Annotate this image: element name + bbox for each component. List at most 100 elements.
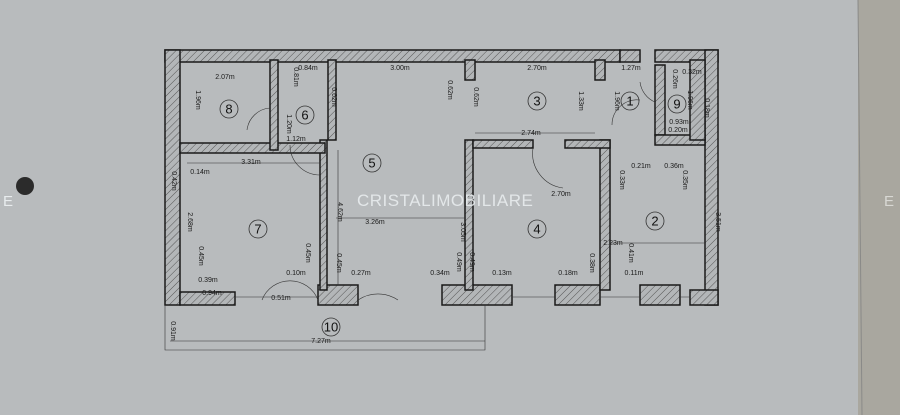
dimension-label: 2.23m [603, 240, 623, 247]
room-number: 8 [225, 102, 232, 117]
dimension-label: 4.62m [336, 202, 343, 222]
edge-letter-right: E [884, 193, 894, 210]
dimension-label: 0.45m [335, 253, 342, 273]
dimension-label: 0.11m [625, 270, 644, 277]
wall [639, 284, 681, 306]
dimension-label: 0.38m [588, 253, 595, 273]
dimension-label: 0.45m [304, 243, 311, 263]
room-marker [667, 94, 687, 114]
wall [319, 139, 328, 291]
wall [179, 291, 236, 306]
dimension-label: 0.93m [669, 119, 689, 126]
dimension-label: 0.27m [351, 270, 371, 277]
dimension-label: 0.34m [430, 270, 450, 277]
room-number: 5 [368, 156, 375, 171]
wall [689, 59, 706, 141]
punch-hole [16, 177, 34, 195]
door-swing [532, 147, 564, 189]
dimension-label: 1.96m [194, 90, 201, 110]
dimension-label: 2.07m [215, 74, 235, 81]
dimension-label: 0.35m [681, 170, 688, 190]
dimension-label: 0.81m [292, 67, 299, 87]
room-marker [527, 91, 547, 111]
room-marker [527, 219, 547, 239]
room-number: 1 [626, 94, 633, 109]
dimension-label: 0.21m [631, 163, 651, 170]
room-marker [362, 153, 382, 173]
wall [441, 284, 513, 306]
wall [164, 49, 621, 63]
dimension-label: 0.51m [271, 295, 291, 302]
dimension-label: 2.68m [186, 212, 193, 232]
room-number: 3 [533, 94, 540, 109]
walls [164, 49, 719, 306]
dimension-label: 1.96m [613, 91, 620, 111]
dimension-label: 0.91m [169, 321, 176, 341]
dimension-label: 0.32m [682, 69, 702, 76]
room-number: 7 [254, 222, 261, 237]
dimension-label: 0.62m [330, 87, 337, 107]
dimension-label: 0.45m [197, 246, 204, 266]
dimension-lines [164, 81, 705, 351]
dimension-label: 0.49m [468, 252, 475, 272]
dimension-label: 1.96m [686, 90, 693, 110]
door-swing [289, 144, 321, 176]
dimension-label: 3.51m [714, 212, 721, 232]
wall [464, 139, 474, 291]
wall [564, 139, 611, 149]
room-number: 4 [533, 222, 540, 237]
dimension-label: 0.62m [446, 80, 453, 100]
wall [327, 59, 337, 141]
room-marker [295, 105, 315, 125]
dimension-label: 2.74m [521, 130, 541, 137]
room-number: 9 [673, 97, 680, 112]
dimension-label: 0.49m [455, 252, 462, 272]
dimension-label: 0.84m [298, 65, 318, 72]
dimension-label: 0.42m [170, 171, 177, 191]
room-marker [219, 99, 239, 119]
wall [464, 59, 476, 81]
wall [599, 139, 611, 291]
dimension-label: 0.39m [198, 277, 218, 284]
dimension-label: 0.26m [671, 69, 678, 89]
room-number: 10 [324, 320, 338, 335]
wall [594, 59, 606, 81]
door-swing [611, 99, 641, 126]
watermark: CRISTALIMOBILIARE [357, 191, 533, 210]
balcony-outline [164, 305, 486, 351]
dimension-label: 3.26m [365, 219, 385, 226]
dimension-label: 0.13m [492, 270, 512, 277]
dimension-label: 1.33m [577, 91, 584, 111]
room-number: 2 [651, 214, 658, 229]
dimension-label: 1.12m [286, 136, 306, 143]
wall [164, 49, 181, 306]
wall [689, 289, 719, 306]
dimension-label: 0.62m [472, 87, 479, 107]
dimension-label: 3.00m [390, 65, 410, 72]
dimension-label: 1.27m [621, 65, 641, 72]
dimension-label: 2.70m [527, 65, 547, 72]
wall [704, 49, 719, 306]
dimension-label: 7.27m [311, 338, 331, 345]
dimension-label: 3.31m [241, 159, 261, 166]
wall [472, 139, 534, 149]
door-swing [357, 293, 399, 301]
wall [619, 49, 641, 63]
edge-letter-left: E [3, 193, 13, 210]
door-swing [639, 81, 656, 103]
dimension-label: 2.70m [551, 191, 571, 198]
dimension-label: 1.20m [285, 114, 292, 134]
room-marker [321, 317, 341, 337]
dimension-label: 0.41m [627, 243, 634, 263]
dimension-label: 0.94m [202, 290, 222, 297]
room-marker [620, 91, 640, 111]
dimension-label: 3.05m [459, 222, 466, 242]
dimension-label: 0.10m [286, 270, 306, 277]
room-marker [645, 211, 665, 231]
background-texture [858, 0, 900, 415]
dimension-label: 0.18m [703, 98, 710, 118]
room-marker [248, 219, 268, 239]
